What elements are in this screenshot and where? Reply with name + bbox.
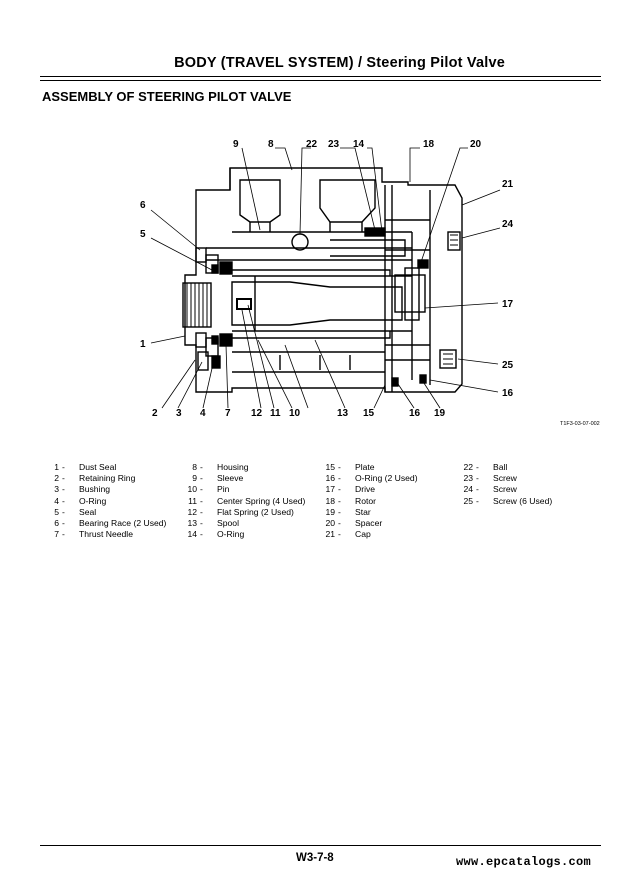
legend-item: 9-Sleeve xyxy=(192,473,244,484)
callout-2: 2 xyxy=(152,408,158,419)
legend-item: 5-Seal xyxy=(54,506,97,517)
legend-item: 4-O-Ring xyxy=(54,495,107,506)
spool xyxy=(231,281,403,326)
callout-23: 23 xyxy=(328,139,340,150)
legend-item: 1-Dust Seal xyxy=(54,462,117,472)
screw-25 xyxy=(439,349,457,369)
dust-seal-splines xyxy=(182,282,212,328)
callout-22: 22 xyxy=(306,139,318,150)
legend-item: 21-Cap xyxy=(325,529,371,540)
watermark: www.epcatalogs.com xyxy=(455,855,591,869)
callout-6: 6 xyxy=(140,200,146,211)
legend-item: 6-Bearing Race (2 Used) xyxy=(54,517,167,528)
callout-4: 4 xyxy=(200,408,206,419)
header-rule-thin xyxy=(40,79,601,81)
callout-10: 10 xyxy=(289,408,301,419)
legend-item: 3-Bushing xyxy=(54,484,111,495)
callout-8: 8 xyxy=(268,139,274,150)
callout-19: 19 xyxy=(434,408,446,419)
legend-item: 14-O-Ring xyxy=(187,529,245,540)
callout-15: 15 xyxy=(363,408,375,419)
callout-11: 11 xyxy=(270,408,281,419)
callout-25: 25 xyxy=(502,360,514,371)
callout-17: 17 xyxy=(502,299,514,310)
header-rule xyxy=(40,76,601,77)
figure-id: T1F3-03-07-002 xyxy=(560,421,600,427)
legend-item: 17-Drive xyxy=(325,484,376,495)
page-header-title: BODY (TRAVEL SYSTEM) / Steering Pilot Va… xyxy=(174,55,505,71)
legend-item: 2-Retaining Ring xyxy=(54,473,136,484)
legend-item: 24-Screw xyxy=(463,484,517,495)
legend-item: 25-Screw (6 Used) xyxy=(463,495,553,506)
legend-column-3: 15-Plate 16-O-Ring (2 Used) 17-Drive 18-… xyxy=(316,462,418,540)
legend-item: 15-Plate xyxy=(325,462,375,472)
legend-item: 22-Ball xyxy=(463,462,508,472)
legend-item: 13-Spool xyxy=(187,517,239,528)
callout-3: 3 xyxy=(176,408,182,419)
screw-24 xyxy=(447,231,461,251)
callout-16: 16 xyxy=(502,388,514,399)
callout-18: 18 xyxy=(423,139,435,150)
legend-item: 18-Rotor xyxy=(325,495,377,506)
callout-12: 12 xyxy=(251,408,263,419)
callout-5: 5 xyxy=(140,229,146,240)
section-title: ASSEMBLY OF STEERING PILOT VALVE xyxy=(42,89,292,104)
callout-16-bottom: 16 xyxy=(409,408,421,419)
page-number: W3-7-8 xyxy=(296,852,334,864)
callout-20: 20 xyxy=(470,139,482,150)
callout-14: 14 xyxy=(353,139,365,150)
callout-24: 24 xyxy=(502,219,514,230)
legend-item: 16-O-Ring (2 Used) xyxy=(325,473,418,484)
callout-1: 1 xyxy=(140,339,146,350)
callout-13: 13 xyxy=(337,408,349,419)
legend-item: 19-Star xyxy=(325,506,371,517)
legend-item: 11-Center Spring (4 Used) xyxy=(188,495,306,506)
legend-item: 12-Flat Spring (2 Used) xyxy=(187,506,294,517)
callout-9: 9 xyxy=(233,139,239,150)
legend-item: 23-Screw xyxy=(463,473,517,484)
callout-21: 21 xyxy=(502,179,514,190)
legend-item: 20-Spacer xyxy=(325,517,383,528)
legend-item: 7-Thrust Needle xyxy=(54,529,133,540)
legend-column-1: 1-Dust Seal 2-Retaining Ring 3-Bushing 4… xyxy=(40,462,166,540)
legend-item: 8-Housing xyxy=(192,462,249,472)
callout-7: 7 xyxy=(225,408,231,419)
legend-item: 10-Pin xyxy=(187,484,230,495)
legend-column-2: 8-Housing 9-Sleeve 10-Pin 11-Center Spri… xyxy=(178,462,305,540)
footer-rule xyxy=(40,845,601,846)
legend-column-4: 22-Ball 23-Screw 24-Screw 25-Screw (6 Us… xyxy=(454,462,552,507)
